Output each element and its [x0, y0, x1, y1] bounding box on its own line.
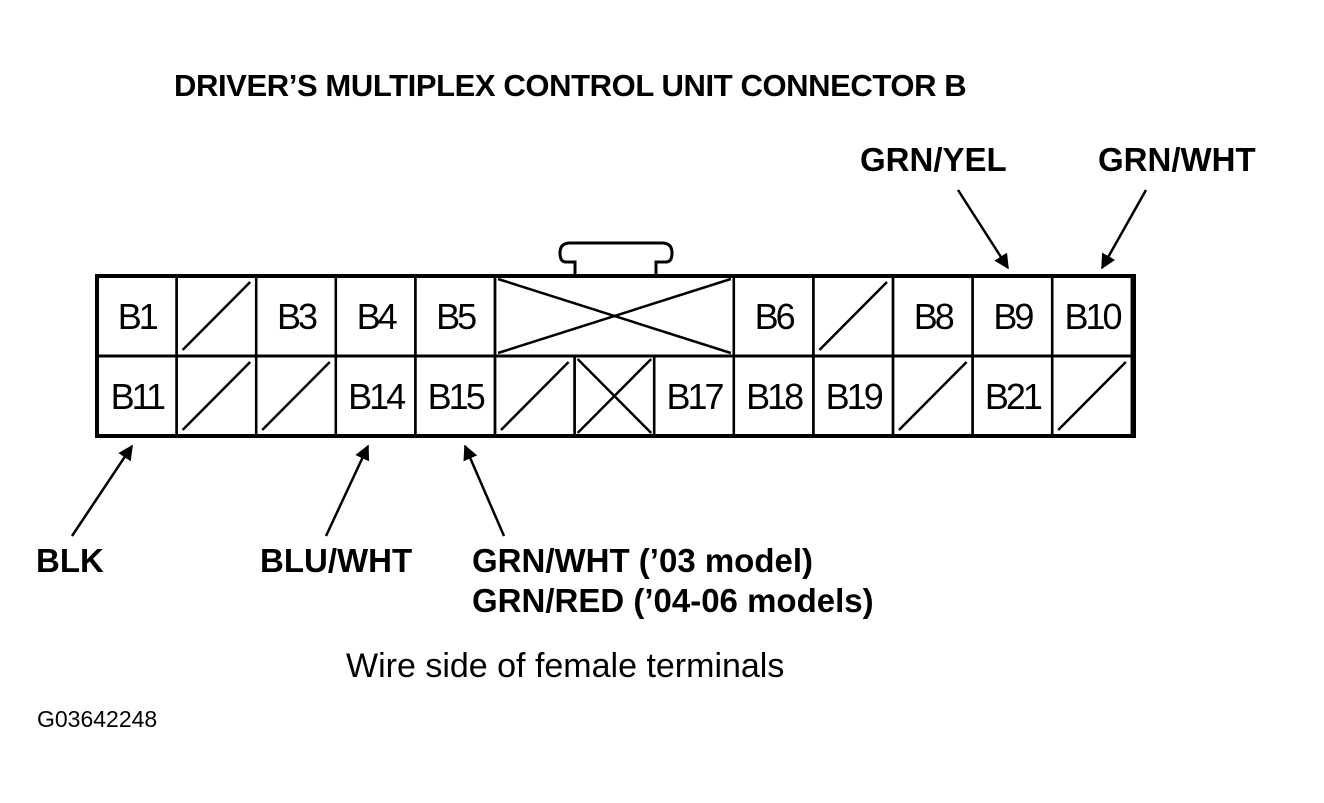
pin-label: B19	[826, 376, 883, 417]
bottom-cavity-11	[891, 354, 974, 438]
bottom-cavity-8: B17	[652, 354, 736, 438]
arrow-b10	[1100, 189, 1148, 270]
pin-label: B15	[428, 376, 485, 417]
bottom-cavity-7	[573, 354, 656, 438]
arrow-b11	[70, 444, 134, 537]
top-cavity-9: B8	[891, 274, 974, 358]
pin-label: B14	[348, 376, 405, 417]
top-cavity-4: B4	[334, 274, 417, 358]
wire-label-b14: BLU/WHT	[260, 542, 413, 579]
bottom-cavity-2	[175, 354, 258, 438]
pin-label: B10	[1064, 296, 1121, 337]
pin-label: B21	[985, 376, 1042, 417]
pin-label: B3	[277, 296, 317, 337]
top-cavity-2	[175, 274, 258, 358]
bottom-cavity-3	[254, 354, 338, 438]
pin-label: B11	[111, 376, 165, 417]
pin-label: B18	[746, 376, 803, 417]
connector-bottom-row: B11 B14 B15 B17 B18 B19 B21	[95, 354, 1134, 438]
pin-label: B17	[666, 376, 723, 417]
top-cavity-3: B3	[254, 274, 338, 358]
arrow-b14	[324, 444, 370, 537]
bottom-cavity-9: B18	[732, 354, 815, 438]
wire-label-b10: GRN/WHT	[1098, 141, 1256, 178]
bottom-cavity-5: B15	[414, 354, 497, 438]
arrow-b15	[463, 444, 506, 537]
pin-label: B8	[914, 296, 954, 337]
top-cavity-1: B1	[95, 274, 178, 358]
pin-label: B4	[357, 296, 397, 337]
pin-label: B9	[993, 296, 1033, 337]
wire-label-b11: BLK	[36, 542, 104, 579]
pin-label: B1	[118, 296, 158, 337]
pin-label: B5	[436, 296, 476, 337]
wire-label-b15-line1: GRN/WHT (’03 model)	[472, 542, 814, 579]
bottom-cavity-6	[493, 354, 576, 438]
wire-label-b9: GRN/YEL	[860, 141, 1007, 178]
figure-reference: G03642248	[37, 706, 158, 732]
view-caption: Wire side of female terminals	[346, 647, 785, 685]
top-cavity-6	[493, 274, 736, 358]
arrow-b9	[956, 189, 1010, 270]
top-cavity-10: B9	[971, 274, 1054, 358]
pin-label: B6	[755, 296, 795, 337]
connector-top-row: B1 B3 B4 B5 B6 B8 B9 B10	[95, 274, 1134, 358]
top-cavity-11: B10	[1050, 274, 1134, 358]
connector-latch	[558, 241, 674, 276]
top-cavity-8	[812, 274, 895, 358]
top-cavity-7: B6	[732, 274, 815, 358]
bottom-cavity-12: B21	[971, 354, 1054, 438]
diagram-title: DRIVER’S MULTIPLEX CONTROL UNIT CONNECTO…	[174, 68, 967, 103]
bottom-cavity-10: B19	[812, 354, 895, 438]
top-cavity-5: B5	[414, 274, 497, 358]
bottom-cavity-13	[1050, 354, 1134, 438]
wire-label-b15-line2: GRN/RED (’04-06 models)	[472, 582, 874, 619]
bottom-cavity-1: B11	[95, 354, 178, 438]
bottom-cavity-4: B14	[334, 354, 417, 438]
